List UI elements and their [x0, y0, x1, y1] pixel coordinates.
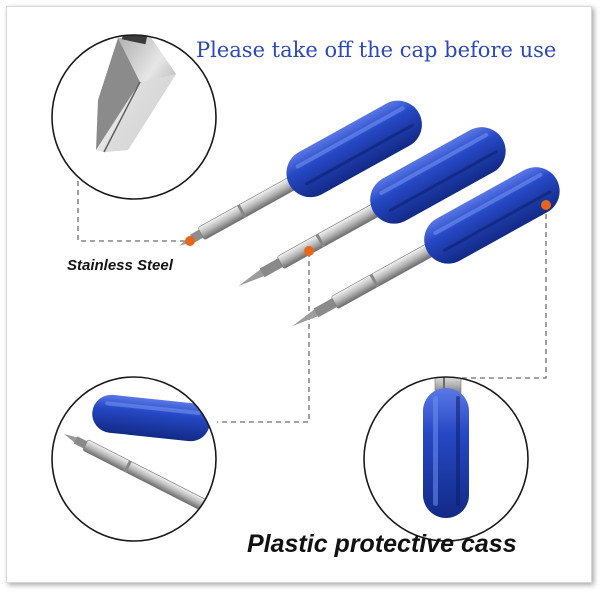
protective-case-label: Plastic protective cass [247, 530, 517, 558]
blade-holders [179, 100, 560, 326]
blade-holder-2 [238, 127, 506, 286]
callout-line-case [446, 205, 547, 379]
callout-lines [77, 181, 547, 423]
callout-dot-cap [541, 200, 551, 210]
cap-closeup-icon [363, 376, 529, 542]
callout-dots [185, 200, 551, 256]
callout-dot-blade [185, 236, 195, 246]
blade-closeup-icon [51, 34, 217, 200]
cap-removed-icon [51, 376, 217, 542]
stainless-steel-label: Stainless Steel [67, 257, 173, 274]
callout-dot-holder [304, 246, 314, 256]
callout-line-blade [77, 181, 188, 242]
instruction-headline: Please take off the cap before use [196, 38, 557, 62]
callout-line-cap [217, 252, 310, 423]
blade-holder-3 [292, 167, 560, 326]
